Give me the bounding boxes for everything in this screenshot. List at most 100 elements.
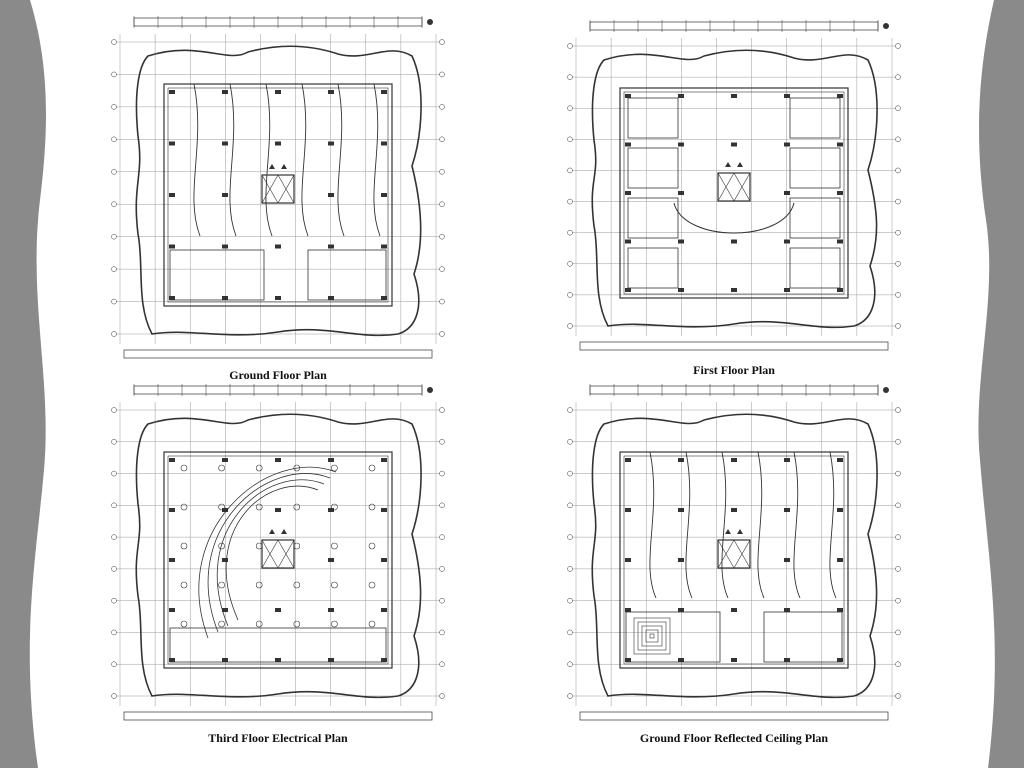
light-fixture-icon	[180, 503, 188, 511]
grid-bubble	[567, 534, 573, 540]
room	[307, 249, 387, 301]
grid-bubble	[567, 43, 573, 49]
building-outline	[135, 45, 422, 337]
column	[837, 142, 843, 147]
elevator-cross	[277, 174, 295, 204]
column	[275, 296, 281, 300]
column	[625, 191, 631, 195]
column	[837, 458, 843, 462]
light-fixture-icon	[293, 503, 301, 511]
ground-floor-plan-drawing	[104, 12, 452, 364]
column	[275, 141, 281, 146]
column	[678, 508, 684, 512]
grid-bubble	[895, 43, 901, 49]
grid-bubble	[567, 629, 573, 636]
column	[784, 458, 790, 462]
room	[763, 611, 843, 663]
light-fixture-icon	[218, 620, 225, 628]
grid-bubble	[111, 136, 117, 143]
column	[625, 658, 631, 662]
grid-bubble	[567, 136, 573, 143]
column	[328, 193, 334, 197]
grid-bubble	[567, 439, 573, 445]
room	[789, 97, 841, 139]
column	[328, 508, 334, 512]
column	[169, 458, 175, 462]
grid-bubble	[439, 233, 445, 240]
room	[789, 197, 841, 239]
light-fixture-icon	[331, 542, 338, 550]
room	[789, 247, 841, 289]
light-fixture-icon	[180, 542, 188, 550]
light-fixture-icon	[368, 620, 376, 628]
stair-arrow-icon	[725, 162, 743, 167]
column	[169, 608, 175, 612]
column	[328, 296, 334, 300]
column	[731, 239, 737, 244]
grid-bubble	[439, 470, 445, 477]
north-arrow-icon	[427, 19, 433, 25]
column	[381, 244, 387, 249]
column	[731, 94, 737, 98]
elevator-cross	[717, 539, 735, 569]
grid-bubble	[111, 629, 117, 636]
column	[625, 558, 631, 562]
light-fixture-icon	[255, 542, 263, 550]
grid-bubble	[567, 407, 573, 413]
light-fixture-icon	[255, 503, 263, 511]
room	[627, 197, 679, 239]
light-fixture-icon	[368, 542, 376, 550]
light-fixture-icon	[180, 581, 188, 589]
column	[222, 458, 228, 462]
inner-wall	[163, 83, 393, 307]
column	[275, 90, 281, 94]
grid-bubble	[439, 71, 445, 78]
column	[222, 193, 228, 197]
column	[222, 296, 228, 300]
column	[837, 508, 843, 512]
grid-bubble	[567, 661, 573, 667]
column	[784, 658, 790, 662]
column	[169, 90, 175, 94]
grid-bubble	[111, 597, 117, 604]
grid-bubble	[567, 502, 573, 509]
north-arrow-icon	[883, 387, 889, 393]
stair-arrow-icon	[269, 164, 287, 169]
column	[837, 658, 843, 662]
column	[678, 608, 684, 612]
column	[275, 658, 281, 662]
elevator-core	[261, 174, 295, 204]
grid-bubble	[111, 201, 117, 207]
grid-bubble	[111, 169, 117, 175]
ceiling-coffer	[645, 629, 659, 643]
column	[328, 558, 334, 562]
grid-bubble	[567, 198, 573, 205]
grid-bubble	[439, 169, 445, 175]
light-fixture-icon	[293, 581, 301, 589]
column	[625, 288, 631, 292]
grid-bubble	[111, 331, 117, 337]
column	[731, 288, 737, 292]
grid-bubble	[439, 534, 445, 540]
grid-bubble	[567, 470, 573, 477]
spiral-wall	[225, 485, 319, 621]
curved-partition	[373, 83, 381, 237]
column	[328, 658, 334, 662]
north-arrow-icon	[427, 387, 433, 393]
inner-wall	[623, 91, 845, 295]
grid-bubble	[111, 104, 117, 110]
curved-partition	[649, 451, 657, 599]
grid-bubble	[895, 566, 901, 572]
grid-bubble	[895, 292, 901, 298]
column	[222, 558, 228, 562]
spiral-wall	[216, 479, 325, 627]
inner-wall	[167, 455, 389, 665]
grid-bubble	[895, 439, 901, 445]
grid-bubble	[439, 439, 445, 445]
grid-bubble	[439, 566, 445, 572]
curved-lobby-wall	[673, 202, 795, 234]
column	[381, 296, 387, 300]
light-fixture-icon	[218, 581, 225, 589]
curved-partition	[337, 83, 345, 237]
grid-bubble	[895, 693, 901, 699]
